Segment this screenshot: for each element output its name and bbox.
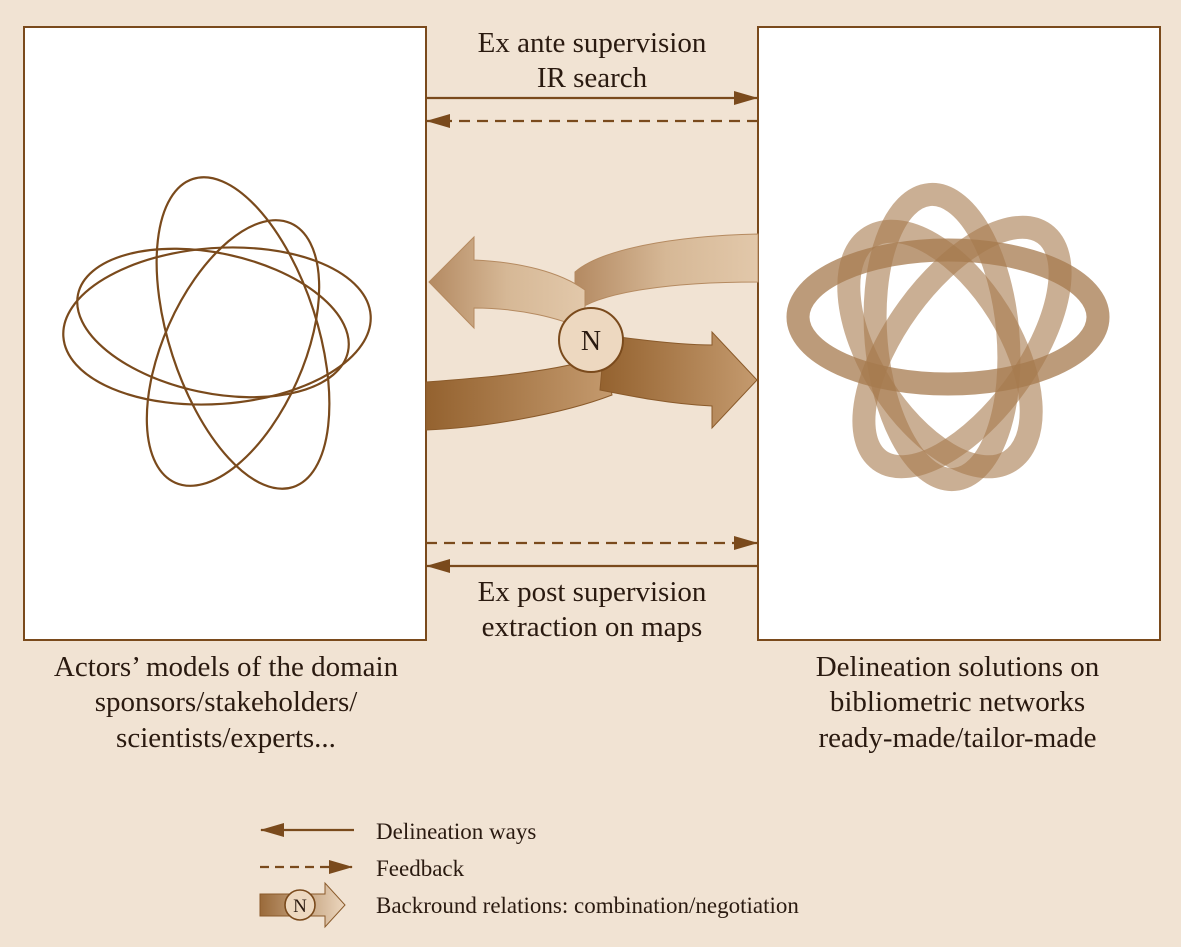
left-caption-line2: sponsors/stakeholders/ [94, 686, 358, 719]
ex-post-line1: Ex post supervision [477, 576, 707, 608]
ex-ante-line1: Ex ante supervision [477, 27, 707, 59]
ex-post-label: Ex post supervision extraction on maps [426, 575, 758, 646]
background-arrow-to-actors [574, 233, 759, 314]
right-box-caption: Delineation solutions on bibliometric ne… [734, 650, 1181, 756]
right-caption-line2: bibliometric networks [829, 686, 1086, 719]
negotiation-hub [558, 307, 624, 373]
delineation-solution-rings [786, 182, 1110, 492]
ex-ante-label: Ex ante supervision IR search [426, 26, 758, 97]
left-box [23, 26, 427, 641]
hub-label: N [581, 326, 601, 357]
background-relations [425, 233, 759, 431]
background-arrow-to-solutions [425, 354, 613, 431]
right-caption-line3: ready-made/tailor-made [818, 721, 1097, 754]
right-caption-line1: Delineation solutions on [815, 651, 1100, 683]
left-caption-line1: Actors’ models of the domain [53, 651, 399, 683]
left-caption-line3: scientists/experts... [116, 721, 336, 754]
legend-hub-label: N [293, 896, 307, 917]
legend-hub [284, 889, 316, 921]
actors-model-ellipses [62, 176, 372, 490]
legend-background-label: Backround relations: combination/negotia… [376, 893, 799, 918]
left-box-caption: Actors’ models of the domain sponsors/st… [0, 650, 452, 756]
ex-ante-line2: IR search [536, 62, 648, 95]
legend-feedback-label: Feedback [376, 856, 465, 881]
legend-delineation-label: Delineation ways [376, 819, 537, 844]
ex-post-line2: extraction on maps [481, 611, 703, 644]
